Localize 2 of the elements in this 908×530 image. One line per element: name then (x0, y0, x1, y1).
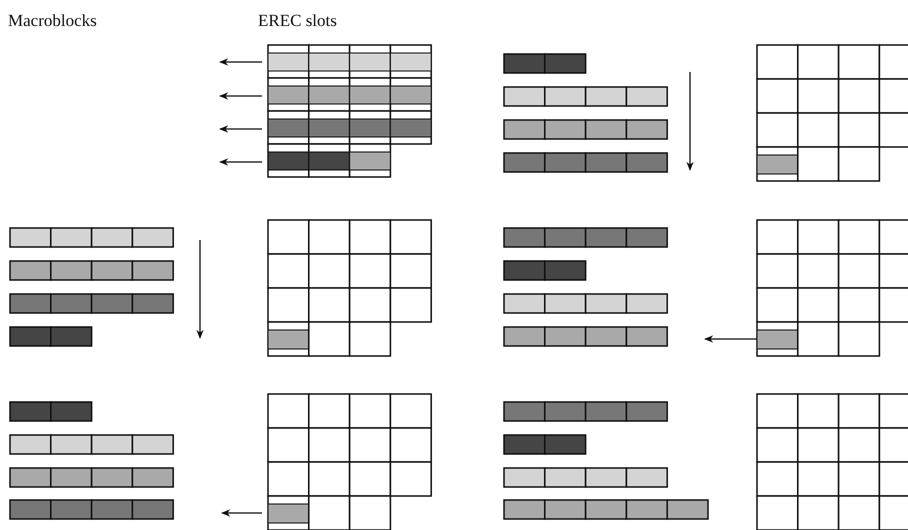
column-heading: EREC slots (258, 12, 337, 29)
column-heading: Macroblocks (8, 12, 97, 29)
